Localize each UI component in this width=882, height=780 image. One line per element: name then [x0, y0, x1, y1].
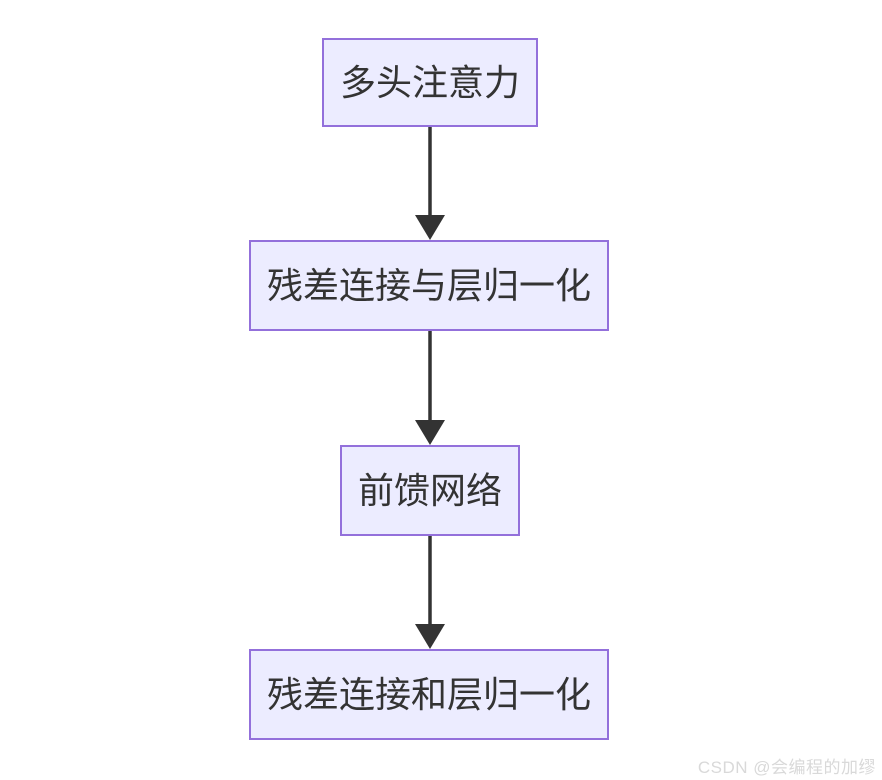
edge-arrow-1 [415, 127, 445, 240]
flowchart-node-residual-layernorm-1: 残差连接与层归一化 [249, 240, 609, 331]
node-label: 多头注意力 [339, 61, 520, 103]
csdn-watermark: CSDN @会编程的加缪 [697, 758, 876, 777]
edge-arrow-3 [415, 536, 445, 649]
node-label: 前馈网络 [357, 469, 502, 511]
node-label: 残差连接和层归一化 [266, 673, 591, 715]
node-label: 残差连接与层归一化 [266, 264, 591, 306]
flowchart-node-multi-head-attention: 多头注意力 [322, 38, 538, 127]
flowchart-node-feed-forward: 前馈网络 [340, 445, 520, 536]
flowchart-node-residual-layernorm-2: 残差连接和层归一化 [249, 649, 609, 740]
edge-arrow-2 [415, 331, 445, 445]
